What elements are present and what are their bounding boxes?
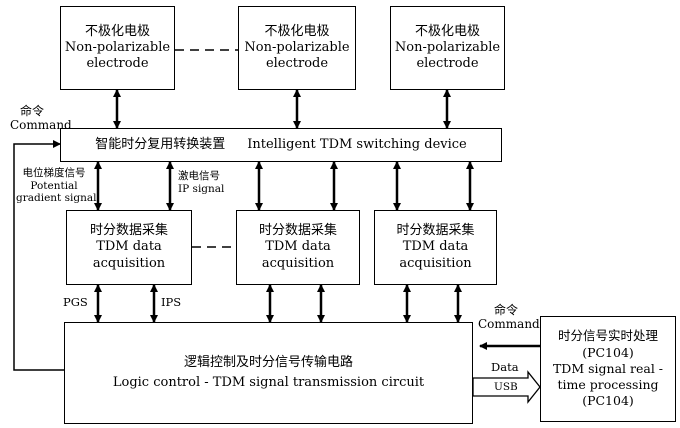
electrode-box-1: 不极化电极 Non-polarizable electrode <box>60 6 175 90</box>
electrode-en-1: Non-polarizable <box>64 39 171 55</box>
potential-zh: 电位梯度信号 <box>22 167 86 179</box>
switch-zh: 智能时分复用转换装置 <box>95 136 226 152</box>
logic-en: Logic control - TDM signal transmission … <box>112 375 425 390</box>
pgs-label: PGS <box>63 295 88 309</box>
switch-en: Intelligent TDM switching device <box>247 136 467 152</box>
command-zh: 命令 <box>20 104 45 118</box>
data-label: Data <box>491 360 519 374</box>
potential-signal-label: 电位梯度信号 Potential gradient signal <box>16 167 97 205</box>
potential-en-2: gradient signal <box>16 192 97 205</box>
acquisition-box-2: 时分数据采集 TDM data acquisition <box>236 210 360 285</box>
acquisition-zh: 时分数据采集 <box>258 223 337 239</box>
acquisition-en-1: TDM data <box>96 239 162 255</box>
acquisition-box-1: 时分数据采集 TDM data acquisition <box>66 210 192 285</box>
electrode-box-3: 不极化电极 Non-polarizable electrode <box>390 6 505 90</box>
acquisition-en-1: TDM data <box>265 239 331 255</box>
pc104-en-2: time processing <box>557 377 659 393</box>
acquisition-en-1: TDM data <box>402 239 469 255</box>
acquisition-en-2: acquisition <box>399 255 472 271</box>
pc104-en-3: (PC104) <box>582 393 634 409</box>
logic-zh: 逻辑控制及时分信号传输电路 <box>183 354 353 370</box>
potential-en-1: Potential <box>30 179 78 192</box>
command-loop-line <box>13 140 64 371</box>
acquisition-zh: 时分数据采集 <box>89 223 168 239</box>
usb-data-arrow <box>472 370 541 404</box>
usb-label: USB <box>494 381 518 393</box>
command-en: Command <box>10 118 72 133</box>
electrode-zh: 不极化电极 <box>414 23 480 39</box>
pc104-zh-2: (PC104) <box>582 344 634 360</box>
ips-label: IPS <box>161 295 182 309</box>
electrode-zh: 不极化电极 <box>264 23 330 39</box>
pc104-processing-box: 时分信号实时处理 (PC104) TDM signal real - time … <box>540 316 676 422</box>
command-zh: 命令 <box>494 303 519 317</box>
pc104-zh: 时分信号实时处理 <box>557 328 658 344</box>
acquisition-zh: 时分数据采集 <box>396 223 475 239</box>
command-label-right: 命令 Command <box>478 303 540 332</box>
logic-control-box: 逻辑控制及时分信号传输电路 Logic control - TDM signal… <box>64 322 473 424</box>
ip-en: IP signal <box>178 182 225 195</box>
ip-zh: 激电信号 <box>178 170 220 182</box>
electrode-en-1: Non-polarizable <box>394 39 501 55</box>
command-label-left: 命令 Command <box>10 104 72 133</box>
electrode-en-2: electrode <box>416 56 479 72</box>
pc104-en-1: TDM signal real - <box>552 360 664 376</box>
switching-device-box: 智能时分复用转换装置 Intelligent TDM switching dev… <box>60 128 502 162</box>
acquisition-en-2: acquisition <box>92 255 166 271</box>
electrode-en-2: electrode <box>265 56 329 72</box>
acquisition-en-2: acquisition <box>261 255 335 271</box>
ip-signal-label: 激电信号 IP signal <box>178 170 224 195</box>
electrode-en-1: Non-polarizable <box>244 39 350 55</box>
command-en: Command <box>478 317 540 332</box>
electrode-zh: 不极化电极 <box>84 23 150 39</box>
acquisition-box-3: 时分数据采集 TDM data acquisition <box>374 210 497 285</box>
electrode-box-2: 不极化电极 Non-polarizable electrode <box>238 6 356 90</box>
electrode-en-2: electrode <box>86 56 149 72</box>
